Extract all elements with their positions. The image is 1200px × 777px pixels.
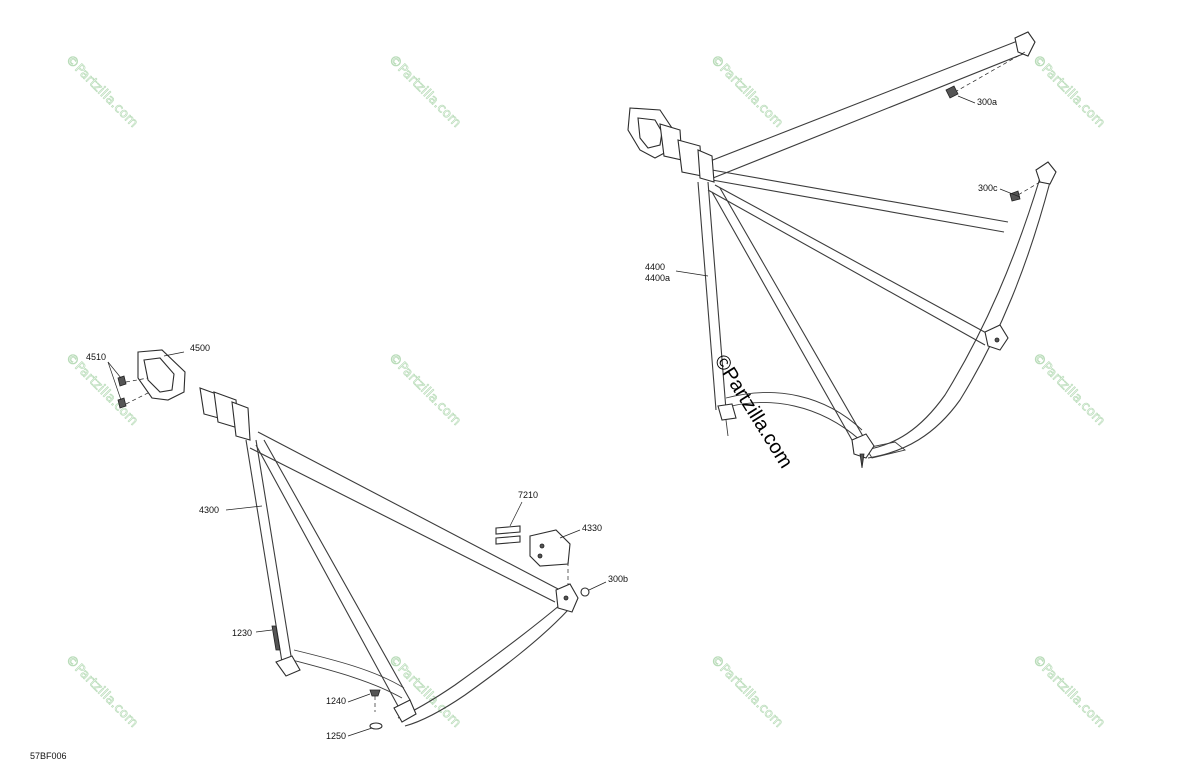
callout-7210[interactable]: 7210	[518, 490, 538, 500]
callout-labels: 4510 4500 4300 7210 4330 300b 1230 1240 …	[30, 97, 998, 761]
anchor-bracket-icon	[717, 403, 737, 421]
anchor-bracket-icon	[851, 433, 875, 459]
watermark-text: ©Partzilla.com	[62, 350, 141, 429]
watermark-text: ©Partzilla.com	[62, 52, 141, 131]
washer-icon	[369, 722, 383, 730]
nut-icon	[580, 587, 590, 597]
left-side-net-assembly	[107, 349, 607, 737]
watermark-text: ©Partzilla.com	[385, 350, 464, 429]
screw-icon	[117, 375, 127, 387]
right-side-net-assembly	[627, 31, 1057, 469]
bolt-icon	[495, 525, 521, 535]
diagram-id: 57BF006	[30, 751, 67, 761]
watermark-text: ©Partzilla.com	[385, 52, 464, 131]
callout-4500[interactable]: 4500	[190, 343, 210, 353]
anchor-bracket-icon	[1035, 161, 1057, 185]
callout-1240[interactable]: 1240	[326, 696, 346, 706]
callout-4400[interactable]: 4400	[645, 262, 665, 272]
screw-icon	[271, 625, 281, 651]
screw-icon	[369, 689, 381, 697]
callout-4330[interactable]: 4330	[582, 523, 602, 533]
callout-300c[interactable]: 300c	[978, 183, 998, 193]
anchor-bracket-icon	[393, 699, 417, 723]
mount-bracket-icon	[529, 529, 571, 567]
watermark-text: ©Partzilla.com	[707, 652, 786, 731]
bolt-icon	[1009, 190, 1021, 202]
callout-300b[interactable]: 300b	[608, 574, 628, 584]
watermark-text: ©Partzilla.com	[1029, 350, 1108, 429]
callout-4400a[interactable]: 4400a	[645, 273, 670, 283]
callout-1250[interactable]: 1250	[326, 731, 346, 741]
watermark-text: ©Partzilla.com	[707, 52, 786, 131]
watermark-text: ©Partzilla.com	[1029, 652, 1108, 731]
screw-icon	[117, 397, 127, 409]
watermark-text: ©Partzilla.com	[1029, 52, 1108, 131]
bolt-icon	[495, 535, 521, 545]
bolt-icon	[945, 85, 959, 99]
callout-4300[interactable]: 4300	[199, 505, 219, 515]
watermark-grid: ©Partzilla.com ©Partzilla.com ©Partzilla…	[62, 52, 1108, 731]
anchor-bracket-icon	[275, 655, 301, 677]
callout-300a[interactable]: 300a	[977, 97, 997, 107]
anchor-bracket-icon	[984, 324, 1009, 351]
watermark-text: ©Partzilla.com	[62, 652, 141, 731]
callout-4510[interactable]: 4510	[86, 352, 106, 362]
anchor-bracket-icon	[1014, 31, 1036, 57]
callout-1230[interactable]: 1230	[232, 628, 252, 638]
